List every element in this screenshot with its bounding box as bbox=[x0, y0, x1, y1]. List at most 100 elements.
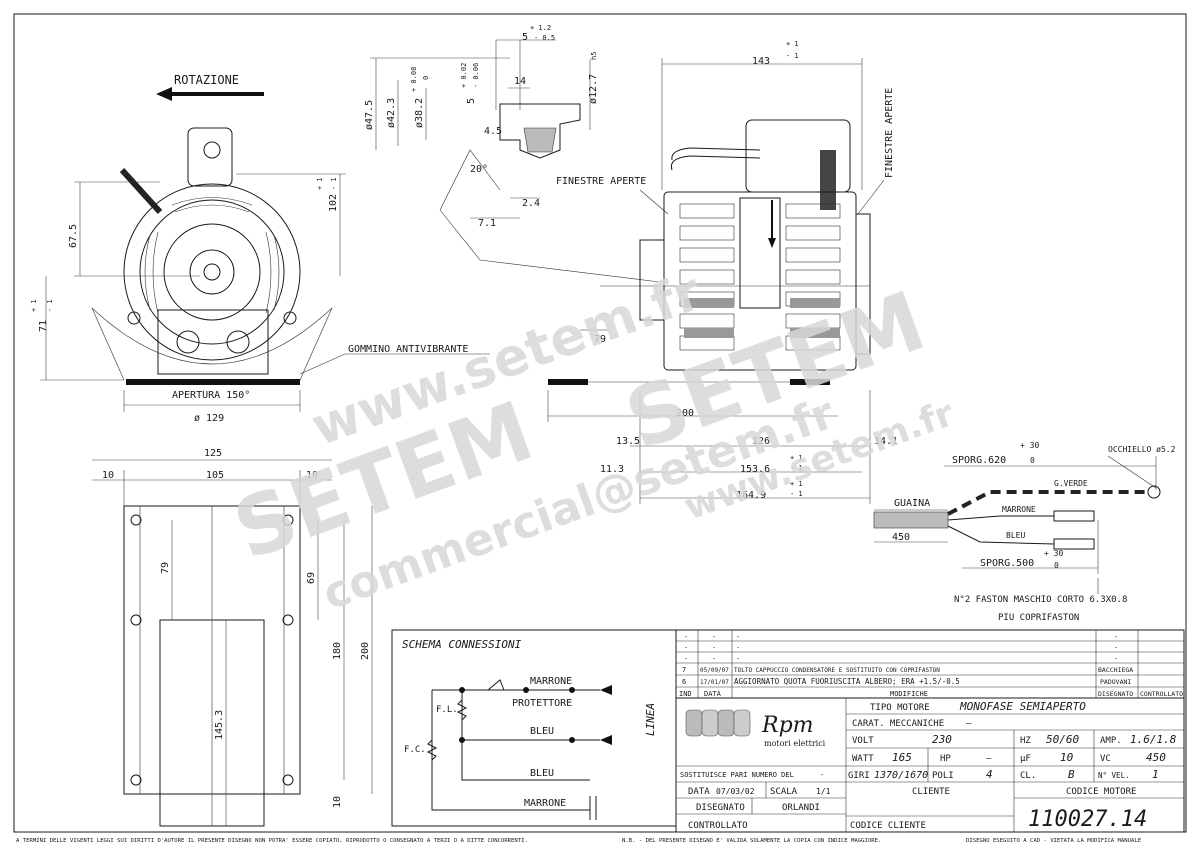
cliente-label: CLIENTE bbox=[912, 787, 950, 797]
dim-153-6: 153.6 bbox=[740, 464, 770, 475]
rev-dis-1: - bbox=[1114, 644, 1118, 652]
scala-label: SCALA bbox=[770, 787, 798, 797]
protector-bracket bbox=[187, 127, 233, 187]
dim-11-3: 11.3 bbox=[600, 464, 624, 475]
schema-title: SCHEMA CONNESSIONI bbox=[402, 638, 522, 651]
dim-79: 79 bbox=[160, 562, 171, 574]
mount-screw-left bbox=[127, 311, 141, 325]
dim-5b-tol-dn: - 0.06 bbox=[472, 63, 480, 88]
rev-dis-0: - bbox=[1114, 633, 1118, 641]
shaft-profile bbox=[499, 103, 581, 159]
dim-42-3: ø42.3 bbox=[386, 98, 397, 128]
dim-102-tol-dn: - 1 bbox=[330, 177, 338, 190]
tipo-value: MONOFASE SEMIAPERTO bbox=[959, 700, 1086, 713]
logo-sub: motori elettrici bbox=[764, 739, 826, 748]
dim-20: 20° bbox=[470, 164, 488, 175]
watermark-layer: www.setem.fr SETEM SETEM commercial@sete… bbox=[222, 262, 959, 621]
dim-143-tol-dn: - 1 bbox=[786, 52, 799, 60]
schema-bleu-mid: BLEU bbox=[530, 726, 554, 737]
dim-12-7: ø12.7 bbox=[588, 74, 599, 104]
rev-ind-4: 6 bbox=[682, 678, 686, 686]
dim-71-tol-dn: - 1 bbox=[46, 299, 54, 312]
mount-screw-right bbox=[283, 311, 297, 325]
sost-value: - bbox=[820, 771, 824, 779]
dim-71-tol-up: + 1 bbox=[30, 299, 38, 312]
dim-69: 69 bbox=[306, 572, 317, 584]
dim-126: 126 bbox=[752, 436, 770, 447]
protector-screw bbox=[203, 141, 221, 159]
dim-164-tol-up: + 1 bbox=[790, 480, 803, 488]
codice-motore-value: 110027.14 bbox=[1028, 807, 1147, 832]
rev-mod-0: - bbox=[736, 633, 740, 641]
uf-label: µF bbox=[1020, 754, 1031, 764]
carat-value: — bbox=[966, 719, 972, 729]
volt-value: 230 bbox=[932, 733, 952, 746]
open-windows-label-1: FINESTRE APERTE bbox=[556, 176, 646, 187]
disegnato-value: ORLANDI bbox=[782, 803, 820, 813]
dim-2-4: 2.4 bbox=[522, 198, 540, 209]
tol-0a: 0 bbox=[1030, 456, 1035, 465]
wiring-detail: SPORG.620 + 30 0 OCCHIELLO ø5.2 GUAINA G… bbox=[873, 441, 1176, 623]
scala-value: 1/1 bbox=[816, 787, 831, 796]
motor-ring bbox=[139, 199, 285, 345]
cl-value: B bbox=[1068, 768, 1075, 781]
nvel-label: N° VEL. bbox=[1098, 771, 1130, 780]
eyelet-label: OCCHIELLO ø5.2 bbox=[1108, 445, 1176, 454]
motor-base-block bbox=[157, 309, 269, 375]
rev-head-mod: MODIFICHE bbox=[890, 690, 928, 698]
connection-schema: SCHEMA CONNESSIONI MARRONE PROTETTORE F.… bbox=[391, 629, 677, 827]
hz-label: HZ bbox=[1020, 736, 1031, 746]
blue-label: BLEU bbox=[1006, 531, 1025, 540]
watt-label: WATT bbox=[852, 754, 874, 764]
dim-5-tol-up: + 1.2 bbox=[530, 24, 551, 32]
rev-head-ctrl: CONTROLLATO bbox=[1140, 690, 1183, 698]
dim-5b: 5 bbox=[466, 98, 477, 104]
revision-table: - - - - - - - - - - - - 7 05/09/07 TOLTO… bbox=[675, 629, 1185, 699]
rev-ind-3: 7 bbox=[682, 666, 686, 674]
dim-5: 5 bbox=[522, 32, 528, 43]
dim-71: 71 bbox=[38, 320, 49, 332]
footer-right: DISEGNO ESEGUITO A CAD - VIETATA LA MODI… bbox=[966, 838, 1142, 844]
vc-label: VC bbox=[1100, 754, 1111, 764]
logo-text: Rpm bbox=[761, 713, 814, 738]
dim-47-5: ø47.5 bbox=[364, 100, 375, 130]
dim-4-5: 4.5 bbox=[484, 126, 502, 137]
schema-marrone-bottom: MARRONE bbox=[524, 798, 566, 809]
dim-164-tol-dn: - 1 bbox=[790, 490, 803, 498]
open-windows-label-2: FINESTRE APERTE bbox=[884, 88, 895, 178]
dim-10b: 10 bbox=[306, 470, 318, 481]
amp-value: 1.6/1.8 bbox=[1130, 733, 1177, 746]
controllato-label: CONTROLLATO bbox=[688, 821, 748, 831]
footer-mid: N.B. - DEL PRESENTE DISEGNO E' VALIDA SO… bbox=[622, 838, 881, 844]
dim-5-tol-dn: - 0.5 bbox=[534, 34, 555, 42]
green-wire bbox=[947, 490, 1148, 516]
schema-marrone-top: MARRONE bbox=[530, 676, 572, 687]
date-label: DATA bbox=[688, 787, 710, 797]
vent-slots-left bbox=[144, 197, 280, 314]
dim-450: 450 bbox=[892, 532, 910, 543]
poli-label: POLI bbox=[932, 771, 954, 781]
dim-67-5: 67.5 bbox=[68, 224, 79, 248]
giri-value: 1370/1670 bbox=[874, 770, 928, 781]
dim-14: 14 bbox=[514, 76, 526, 87]
faston-label-1: N°2 FASTON MASCHIO CORTO 6.3X0.8 bbox=[954, 595, 1127, 605]
sheath bbox=[873, 511, 949, 529]
shaft-detail: 5 + 1.2 - 0.5 14 ø12.7 h5 ø47.5 ø42.3 ø3… bbox=[364, 24, 661, 283]
rev-dis-4: PADOVANI bbox=[1100, 678, 1131, 686]
tol-30a: + 30 bbox=[1020, 441, 1039, 450]
codice-cliente-label: CODICE CLIENTE bbox=[850, 821, 926, 831]
nvel-value: 1 bbox=[1152, 768, 1159, 781]
hz-value: 50/60 bbox=[1046, 733, 1079, 746]
hp-value: — bbox=[986, 754, 992, 764]
volt-label: VOLT bbox=[852, 736, 874, 746]
dim-79-shaft: 79 bbox=[594, 334, 606, 345]
motor-outer-circle bbox=[123, 183, 301, 361]
dim-5b-tol-up: + 0.02 bbox=[460, 63, 468, 88]
codice-motore-label: CODICE MOTORE bbox=[1066, 787, 1136, 797]
rev-mod-1: - bbox=[736, 644, 740, 652]
schema-linea: LINEA bbox=[644, 703, 657, 736]
tol-30b: + 30 bbox=[1044, 549, 1063, 558]
logo: Rpm motori elettrici bbox=[685, 709, 826, 748]
rubber-mount-label: GOMMINO ANTIVIBRANTE bbox=[348, 344, 468, 355]
